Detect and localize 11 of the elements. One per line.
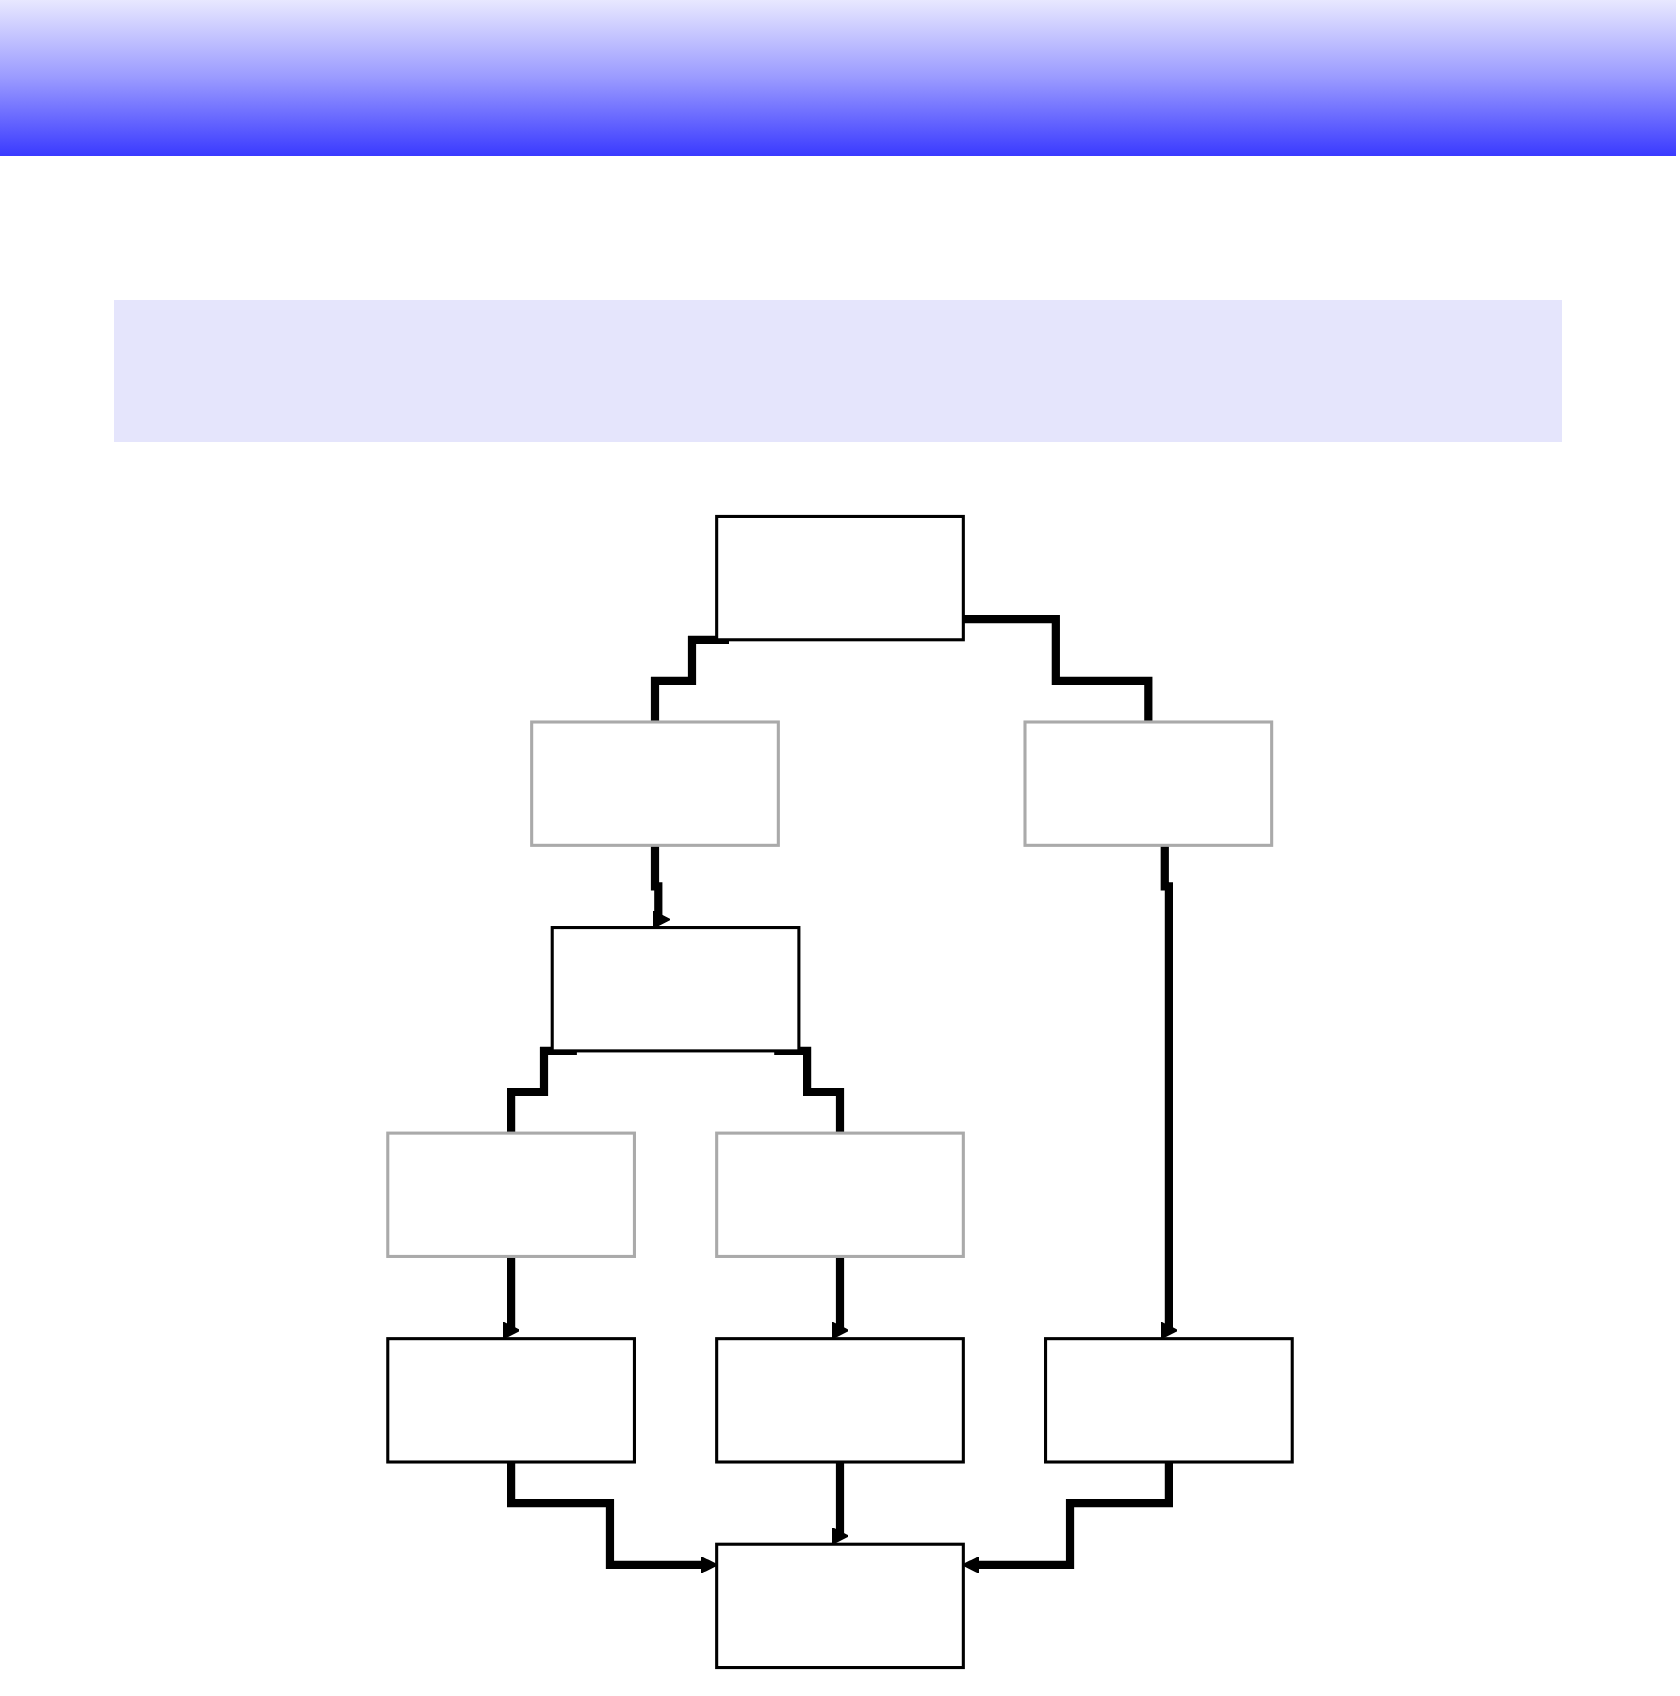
node-box xyxy=(1023,720,1274,847)
note-band xyxy=(114,300,1562,442)
node-box xyxy=(386,1131,636,1258)
node-box xyxy=(715,1131,965,1258)
node-box xyxy=(715,1542,965,1670)
node-box xyxy=(715,514,965,642)
node-box xyxy=(530,720,780,847)
node-box xyxy=(1044,1337,1294,1464)
node-box xyxy=(715,1337,965,1464)
node-box xyxy=(386,1337,636,1464)
node-box xyxy=(550,926,801,1053)
